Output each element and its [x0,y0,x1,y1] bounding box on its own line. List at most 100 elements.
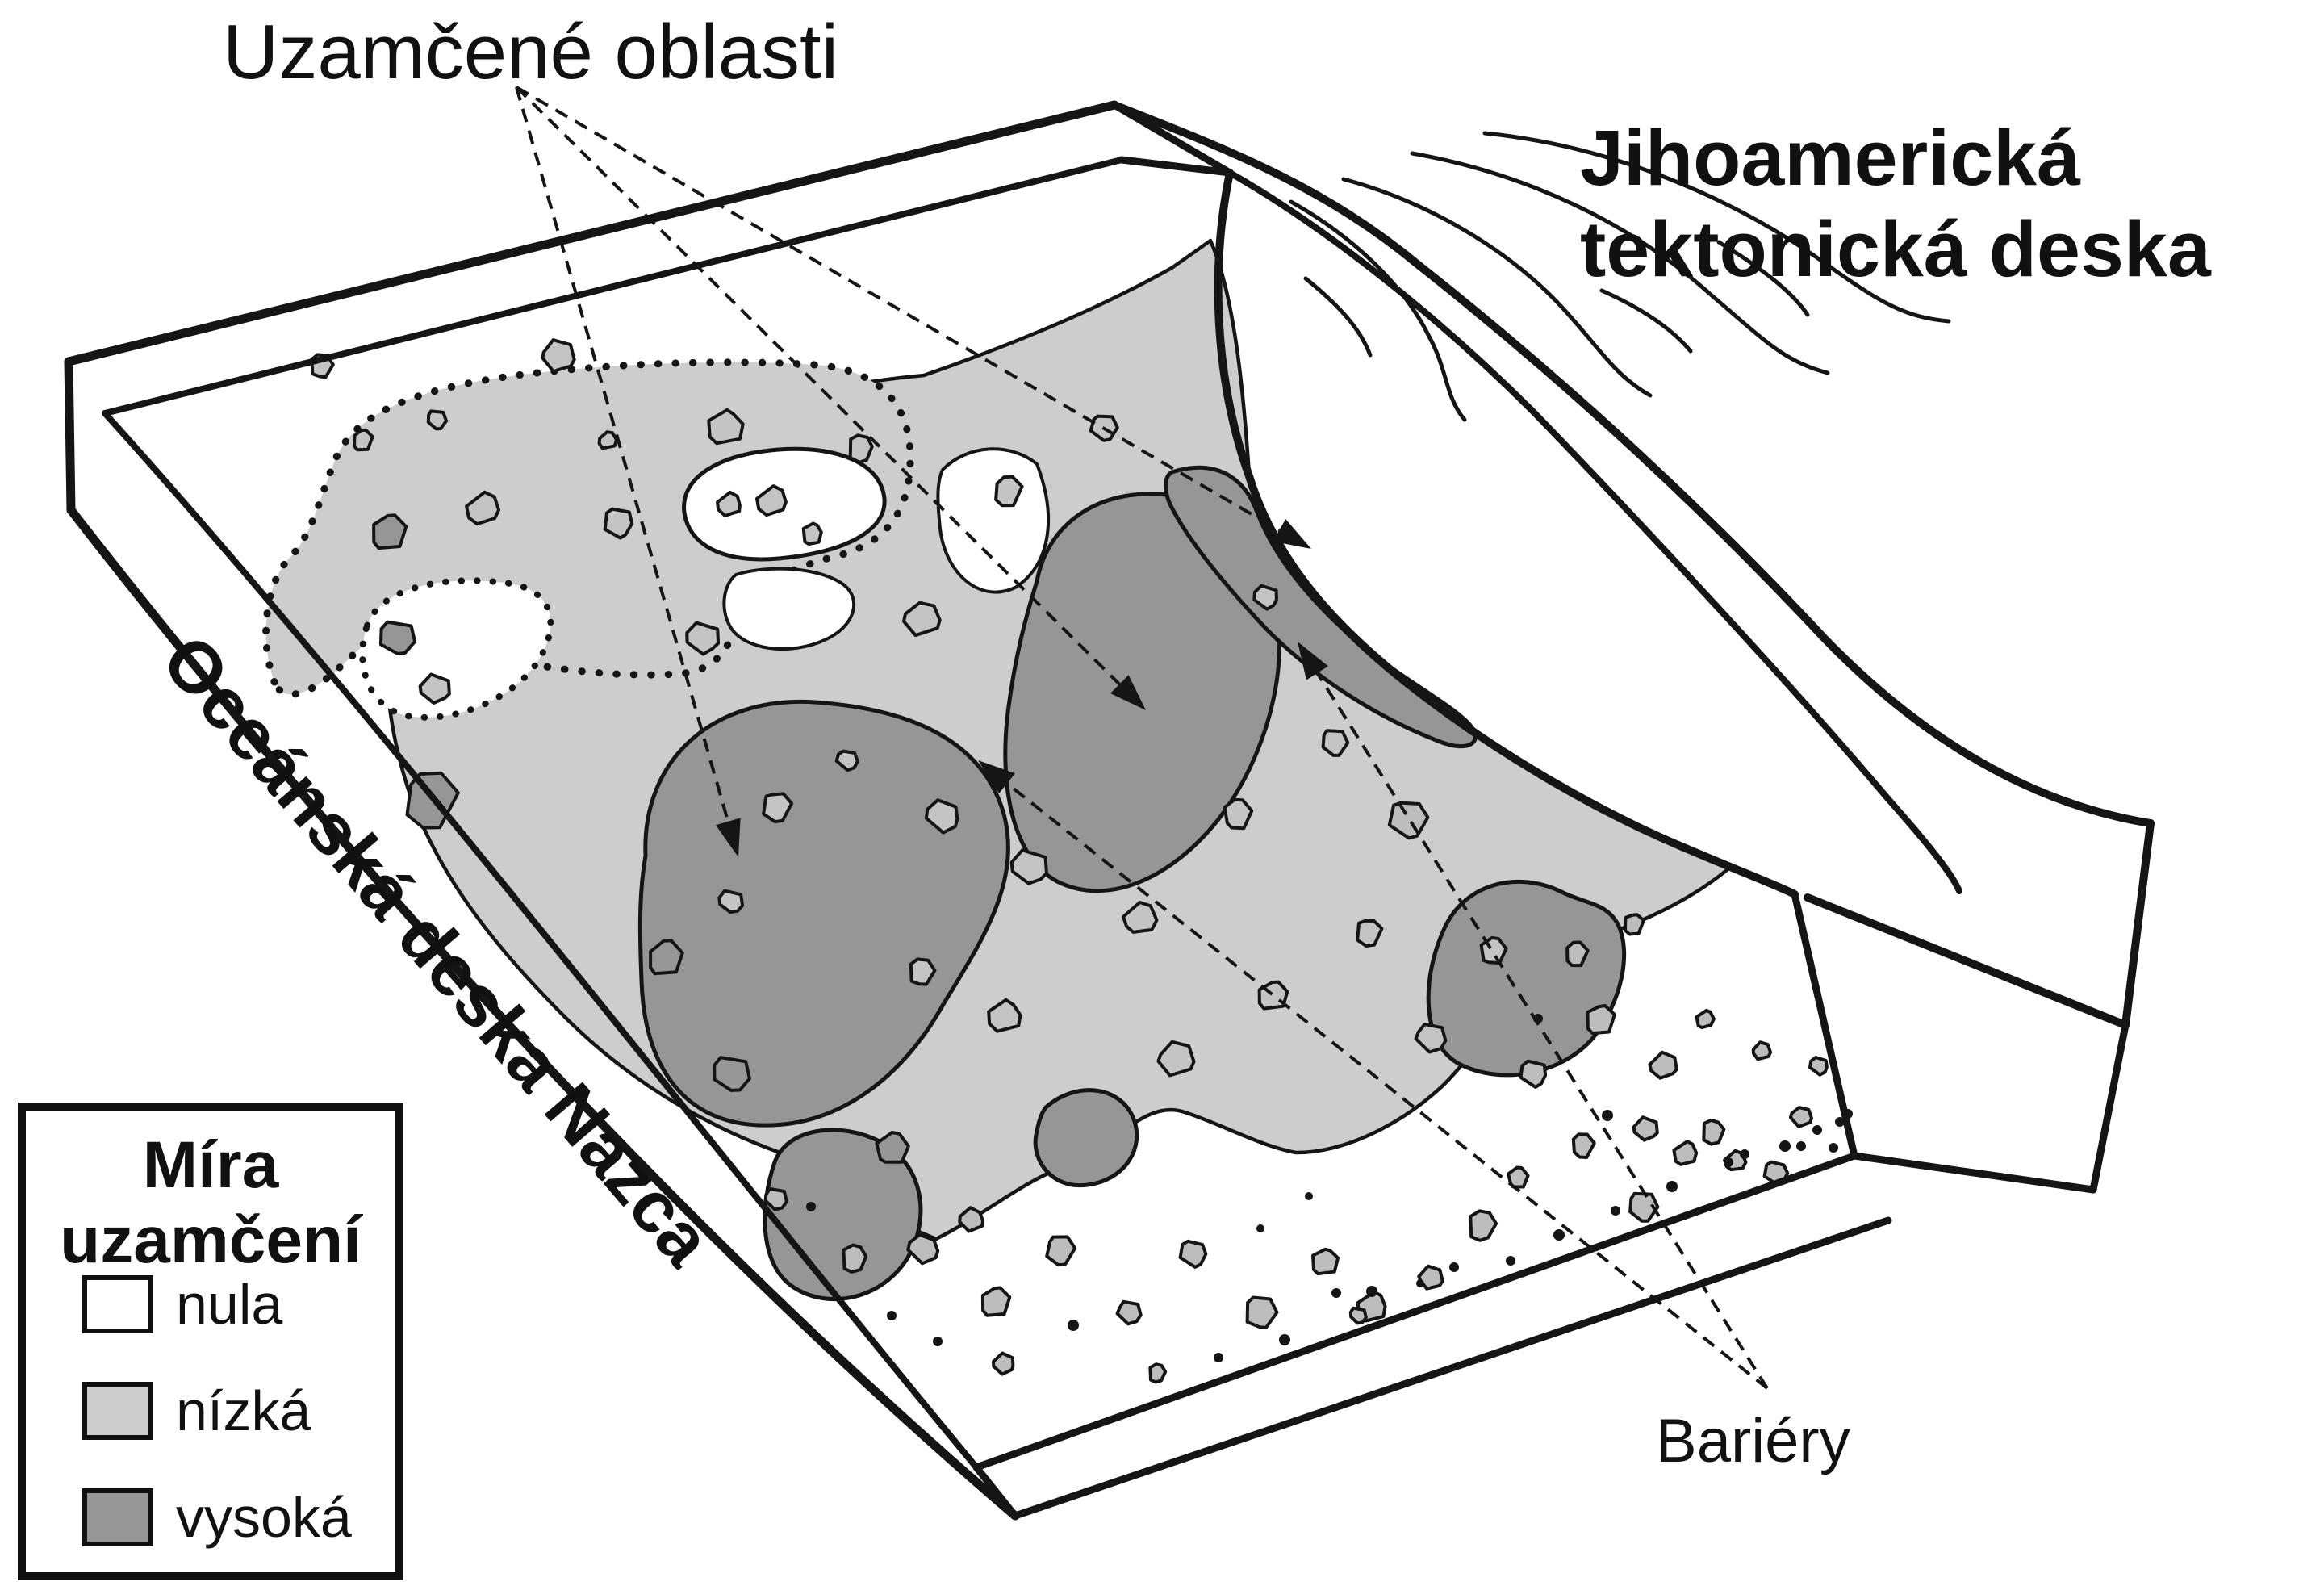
south-american-plate-label-line2: tektonická deska [1580,204,2211,293]
speckle-field [987,998,1022,1033]
arrow-locked-left [515,86,730,822]
speckle-field [834,749,859,772]
speckle-dot [1666,1181,1678,1192]
speckle-dot [1256,1224,1264,1232]
river-2 [1341,177,1653,398]
speckle-field [707,408,745,446]
zero-gap-below-island [722,567,855,651]
river-6 [1716,240,1810,317]
speckle-dot [1279,1334,1290,1345]
high-patch-bottom-small [1033,1088,1139,1188]
speckle-dot [1416,1279,1424,1287]
speckle-dot [1611,1206,1620,1216]
river-4 [1482,131,1951,324]
sa-plate-bottom-edge [1804,893,2130,1029]
speckle-zone [1808,1056,1829,1077]
high-patch-left [637,699,1010,1128]
slab-front-corner [972,1463,1019,1520]
speckle-dot [887,1311,897,1320]
locked-areas-label: Uzamčené oblasti [223,9,839,95]
speckle-dot [1449,1262,1459,1272]
arrow-locked-trench-head [1273,519,1311,549]
legend-swatch-low [82,1382,153,1440]
slab-back-edge-outer [64,100,1119,366]
arrow-barrier-lower [1005,782,1769,1390]
barriers-label: Bariéry [1656,1407,1850,1475]
basement-ledge [1850,1152,2097,1194]
south-american-plate-label-line1: Jihoamerická [1580,114,2081,202]
speckle-dot [1068,1320,1079,1331]
speckle-field [924,798,959,835]
speckle-dot [1812,1125,1822,1135]
speckle-field [994,475,1024,508]
arrow-locked-left-head [715,818,741,857]
slab-left-corner-edge [64,357,76,515]
arrow-barrier-upper [1315,672,1769,1390]
speckle-dark [378,620,417,655]
coast-inner-curve [1227,169,1962,894]
speckle-zone [1519,1059,1548,1089]
arrow-barrier-upper-head [1298,642,1329,680]
speckle-field [1321,729,1350,757]
speckle-zone [1507,1165,1530,1189]
speckle-zone [1045,1235,1077,1267]
river-1 [1289,199,1467,422]
speckle-dot [1796,1141,1806,1151]
speckle-dot [1779,1140,1791,1152]
speckle-dot [1835,1117,1845,1127]
slab-left-silhouette [66,505,1020,1521]
speckle-zone [1245,1295,1279,1329]
legend-title-line2: uzamčení [60,1203,362,1277]
speckle-dot [806,1202,816,1211]
speckle-field [597,430,619,450]
slab-surface-front-edge [972,1152,1858,1471]
speckle-zone [1702,1118,1726,1146]
legend-label-low: nízká [176,1379,311,1442]
speckle-field [1009,848,1048,885]
speckle-dot [1366,1286,1377,1297]
speckle-field [426,409,449,431]
speckle-field [1252,584,1278,611]
speckle-zone [958,1206,985,1233]
speckle-zone [1565,940,1590,968]
speckle-dot [1506,1256,1515,1266]
slab-surface-left-edge [102,410,980,1471]
speckle-field [1414,1023,1448,1054]
speckle-field [1223,797,1254,831]
speckle-zone [1788,1106,1813,1128]
speckle-zone [1751,1040,1773,1061]
speckle-zone [906,1232,940,1266]
speckle-field [541,338,576,373]
speckle-dot [1740,1149,1749,1159]
legend-label-zero: nula [176,1273,283,1336]
speckle-zone [1632,1115,1659,1142]
speckle-dot [1602,1110,1613,1121]
sa-plate-right-edge [2121,819,2155,1029]
speckle-dot [933,1337,943,1346]
arrow-barrier-lower-head [978,760,1015,794]
arrow-locked-trench [515,86,1281,532]
legend-item-low: nízká [82,1382,311,1440]
river-3 [1410,151,1830,375]
speckle-zone [1178,1239,1208,1269]
speckle-zone [1115,1299,1143,1326]
coast-outer-curve [1110,101,2155,827]
speckle-dot [1305,1192,1313,1200]
speckle-zone [1695,1008,1716,1030]
speckle-dot [1331,1288,1341,1298]
speckle-dark [649,939,684,976]
speckle-zone [1348,1306,1368,1325]
speckle-zone [1387,801,1430,840]
speckle-zone [1586,1004,1616,1036]
zero-gap-left [359,577,554,721]
legend-label-high: vysoká [176,1486,352,1549]
speckle-zone [1624,913,1645,936]
speckle-field [717,889,745,914]
speckle-field [801,521,823,546]
speckle-field [1356,919,1384,948]
